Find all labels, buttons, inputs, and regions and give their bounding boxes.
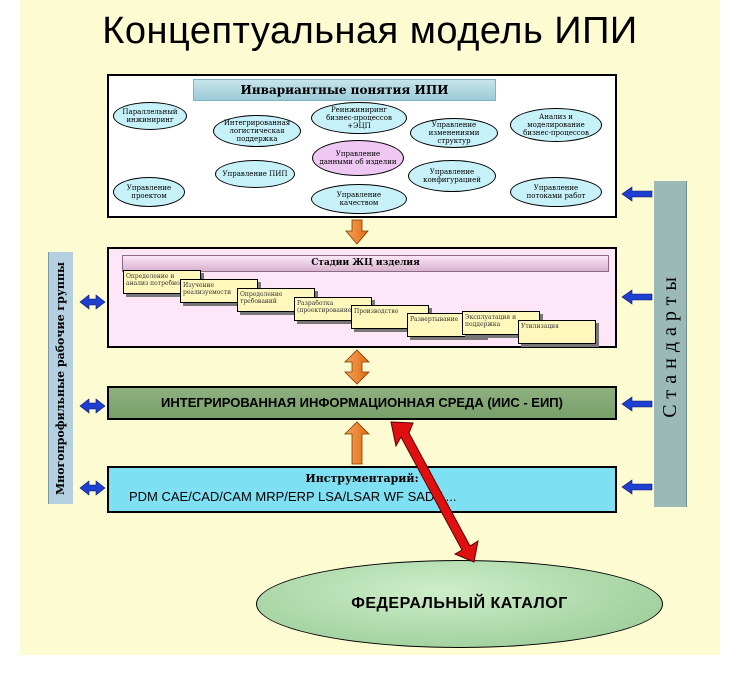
concept-oval-highlighted: Управление данными об изделии	[312, 140, 404, 176]
federal-catalog-label: ФЕДЕРАЛЬНЫЙ КАТАЛОГ	[351, 595, 568, 612]
lifecycle-stages-header: Стадии ЖЦ изделия	[122, 255, 609, 272]
diagram-title: Концептуальная модель ИПИ	[102, 10, 638, 52]
concept-oval: Интегрированная логистическая поддержка	[213, 115, 301, 147]
stage-item: Утилизация	[518, 320, 596, 344]
concept-oval: Управление потоками работ	[510, 177, 602, 207]
concept-oval: Анализ и моделирование бизнес-процессов	[510, 108, 602, 142]
tools-title: Инструментарий:	[305, 472, 419, 485]
tools-list: PDM CAE/CAD/CAM MRP/ERP LSA/LSAR WF SADT…	[129, 489, 457, 504]
concept-oval: Управление ПИП	[215, 160, 295, 188]
standards-bar: Стандарты	[654, 181, 687, 507]
concept-oval: Управление качеством	[311, 184, 407, 214]
integrated-information-environment-box: ИНТЕГРИРОВАННАЯ ИНФОРМАЦИОННАЯ СРЕДА (ИИ…	[107, 386, 617, 420]
workgroups-bar: Многопрофильные рабочие группы	[48, 252, 73, 504]
standards-label: Стандарты	[658, 270, 681, 418]
ipi-concepts-header: Инвариантные понятия ИПИ	[193, 79, 496, 101]
concept-oval: Управление проектом	[113, 177, 185, 207]
concept-oval: Параллельный инжиниринг	[113, 102, 187, 130]
concept-oval: Управление изменениями структур	[410, 118, 498, 148]
concept-oval: Реинжиниринг бизнес-процессов +ЭЦП	[311, 102, 407, 134]
tools-box	[107, 466, 617, 513]
federal-catalog-ellipse: ФЕДЕРАЛЬНЫЙ КАТАЛОГ	[256, 560, 663, 648]
workgroups-label: Многопрофильные рабочие группы	[54, 261, 68, 495]
concept-oval: Управление конфигурацией	[408, 160, 496, 192]
